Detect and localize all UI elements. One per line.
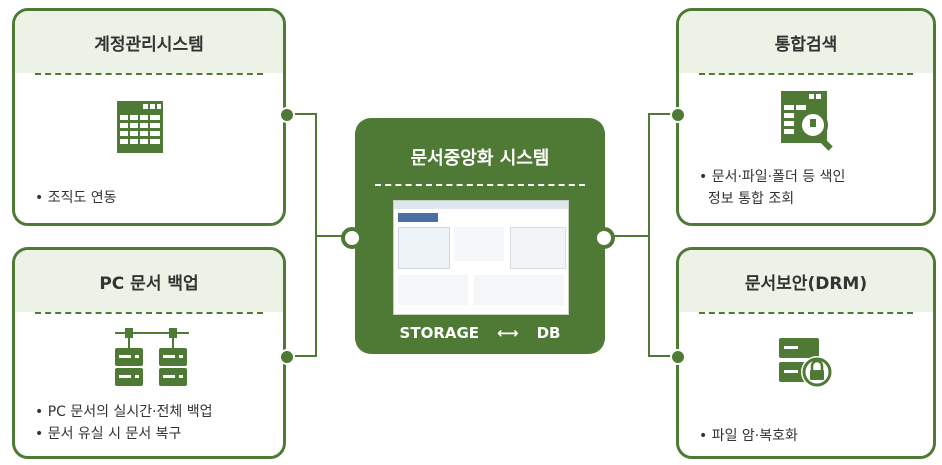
account-system-box: 계정관리시스템 • 조직도 연동: [12, 8, 286, 226]
bullet-item: • PC 문서의 실시간·전체 백업: [35, 404, 213, 420]
app-screenshot: [393, 200, 569, 315]
divider: [699, 73, 913, 75]
divider: [375, 184, 585, 186]
connector-dot: [279, 349, 295, 365]
connector-dot: [341, 227, 363, 249]
pc-backup-box: PC 문서 백업 • PC 문서의 실시간·전체 백업 • 문서 유실 시 문서…: [12, 247, 286, 459]
connector-dot: [670, 349, 686, 365]
bidirectional-arrow-icon: ⟷: [497, 324, 519, 342]
table-grid-icon: [117, 101, 163, 153]
server-network-icon: [115, 328, 189, 386]
bullet-item: 정보 통합 조회: [699, 191, 795, 207]
connector-left-top: [283, 113, 317, 115]
bullet-item: • 문서·파일·폴더 등 색인: [699, 169, 846, 185]
connector-dot: [670, 107, 686, 123]
connector-left-bottom: [283, 355, 317, 357]
integrated-search-box: 통합검색 • 문서·파일·폴더 등 색인 정보 통합 조회: [676, 8, 936, 226]
table-magnifier-icon: [781, 91, 833, 151]
connector-right-center: [604, 235, 650, 237]
connector-dot: [279, 107, 295, 123]
divider: [699, 312, 913, 314]
account-system-title: 계정관리시스템: [15, 11, 283, 73]
connector-dot: [593, 227, 615, 249]
bullet-item: • 조직도 연동: [35, 190, 117, 206]
storage-label: STORAGE: [399, 324, 480, 342]
divider: [35, 312, 263, 314]
drm-title: 문서보안(DRM): [679, 250, 933, 312]
center-system-box: 문서중앙화 시스템 STORAGE ⟷ DB: [355, 118, 605, 354]
drm-box: 문서보안(DRM) • 파일 암·복호화: [676, 247, 936, 459]
pc-backup-title: PC 문서 백업: [15, 250, 283, 312]
integrated-search-title: 통합검색: [679, 11, 933, 73]
divider: [35, 73, 263, 75]
center-system-title: 문서중앙화 시스템: [410, 148, 550, 169]
connector-left-center: [315, 235, 357, 237]
connector-right-top: [648, 113, 682, 115]
server-lock-icon: [779, 338, 833, 388]
bullet-item: • 파일 암·복호화: [699, 428, 798, 444]
db-label: DB: [536, 324, 561, 342]
bullet-item: • 문서 유실 시 문서 복구: [35, 426, 182, 442]
connector-right-bottom: [648, 355, 682, 357]
